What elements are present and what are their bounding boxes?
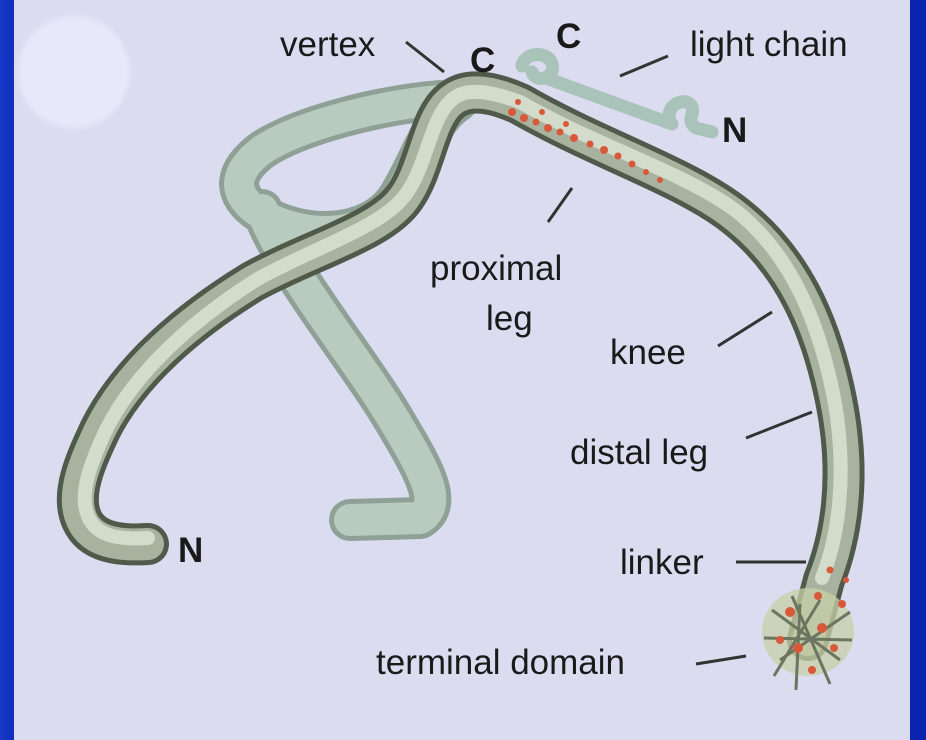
label-distal-leg: distal leg — [570, 433, 708, 472]
label-linker: linker — [620, 543, 704, 582]
label-proximal: proximal — [430, 249, 562, 288]
label-light-chain: light chain — [690, 25, 848, 64]
proximal-leg-leader — [548, 188, 572, 222]
vertex-leader — [406, 42, 444, 72]
knee-leader — [718, 312, 772, 346]
label-c-light-chain: C — [556, 17, 581, 56]
label-n-heavy-chain: N — [178, 531, 203, 570]
label-c-heavy-chain: C — [470, 41, 495, 80]
label-terminal-domain: terminal domain — [376, 643, 625, 682]
terminal-domain-leader — [696, 656, 746, 664]
label-leg: leg — [486, 299, 533, 338]
light-chain-leader — [620, 56, 668, 76]
label-n-light-chain: N — [722, 111, 747, 150]
label-knee: knee — [610, 333, 686, 372]
distal-leg-leader — [746, 412, 812, 438]
label-vertex: vertex — [280, 25, 376, 64]
